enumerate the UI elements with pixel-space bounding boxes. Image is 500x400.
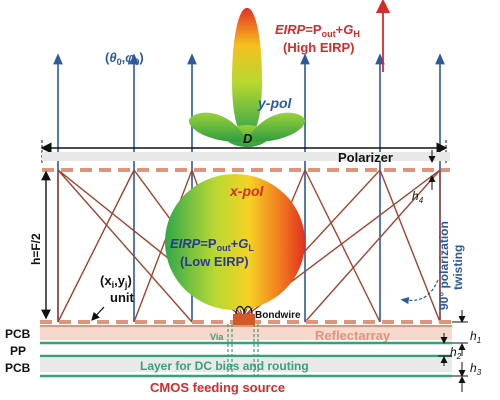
feed-ray-8	[304, 169, 441, 323]
pp-label: PP	[10, 344, 26, 358]
x-pol-label: x-pol	[229, 183, 265, 199]
pcb-top-layer	[40, 326, 452, 340]
unit-pointer	[91, 306, 105, 321]
via-label: Via	[210, 332, 224, 342]
reflectarray-label: Reflectarray	[315, 328, 391, 343]
twist-arrow	[400, 279, 439, 305]
high-eirp-label: (High EIRP)	[283, 40, 355, 55]
twist-label-line2: twisting	[451, 245, 465, 290]
h4-label: h4	[412, 189, 424, 205]
twist-label-line1: 90° polarization	[437, 221, 451, 310]
pcb-top-label: PCB	[5, 327, 31, 341]
low-eirp-label: (Low EIRP)	[180, 254, 249, 269]
dc-layer-label: Layer for DC bias and routing	[140, 359, 309, 373]
h3-label: h3	[470, 361, 482, 377]
main-lobe	[232, 8, 262, 132]
side-lobe-left	[188, 112, 247, 142]
pcb-bottom-layer	[40, 358, 452, 372]
polarizer-label: Polarizer	[338, 150, 393, 165]
high-gain-beam	[188, 8, 306, 147]
vias	[227, 324, 259, 376]
pcb-bottom-label: PCB	[5, 361, 31, 375]
low-eirp-equation: EIRP=Pout+GL	[170, 236, 254, 253]
polarizer-layer	[42, 152, 450, 161]
side-lobe-right	[247, 112, 306, 142]
bondwire-label: Bondwire	[255, 310, 301, 321]
bondwire-right	[243, 305, 253, 315]
feed-pattern	[165, 174, 305, 310]
h2-label: h2	[450, 345, 462, 361]
focal-label: h=F/2	[29, 233, 43, 265]
cmos-chip	[233, 314, 255, 325]
directivity-label: D	[243, 131, 253, 146]
thickness-markers	[438, 310, 468, 392]
cmos-label: CMOS feeding source	[150, 380, 285, 395]
high-eirp-equation: EIRP=Pout+GH	[275, 22, 360, 39]
unit-coord-label: (xi,yj)	[100, 273, 132, 290]
unit-label: unit	[110, 290, 134, 305]
h1-label: h1	[470, 329, 481, 345]
feed-ray-7	[57, 169, 193, 323]
beam-angle-label: (θ0,φ0)	[105, 50, 144, 67]
y-pol-label: y-pol	[257, 95, 293, 111]
